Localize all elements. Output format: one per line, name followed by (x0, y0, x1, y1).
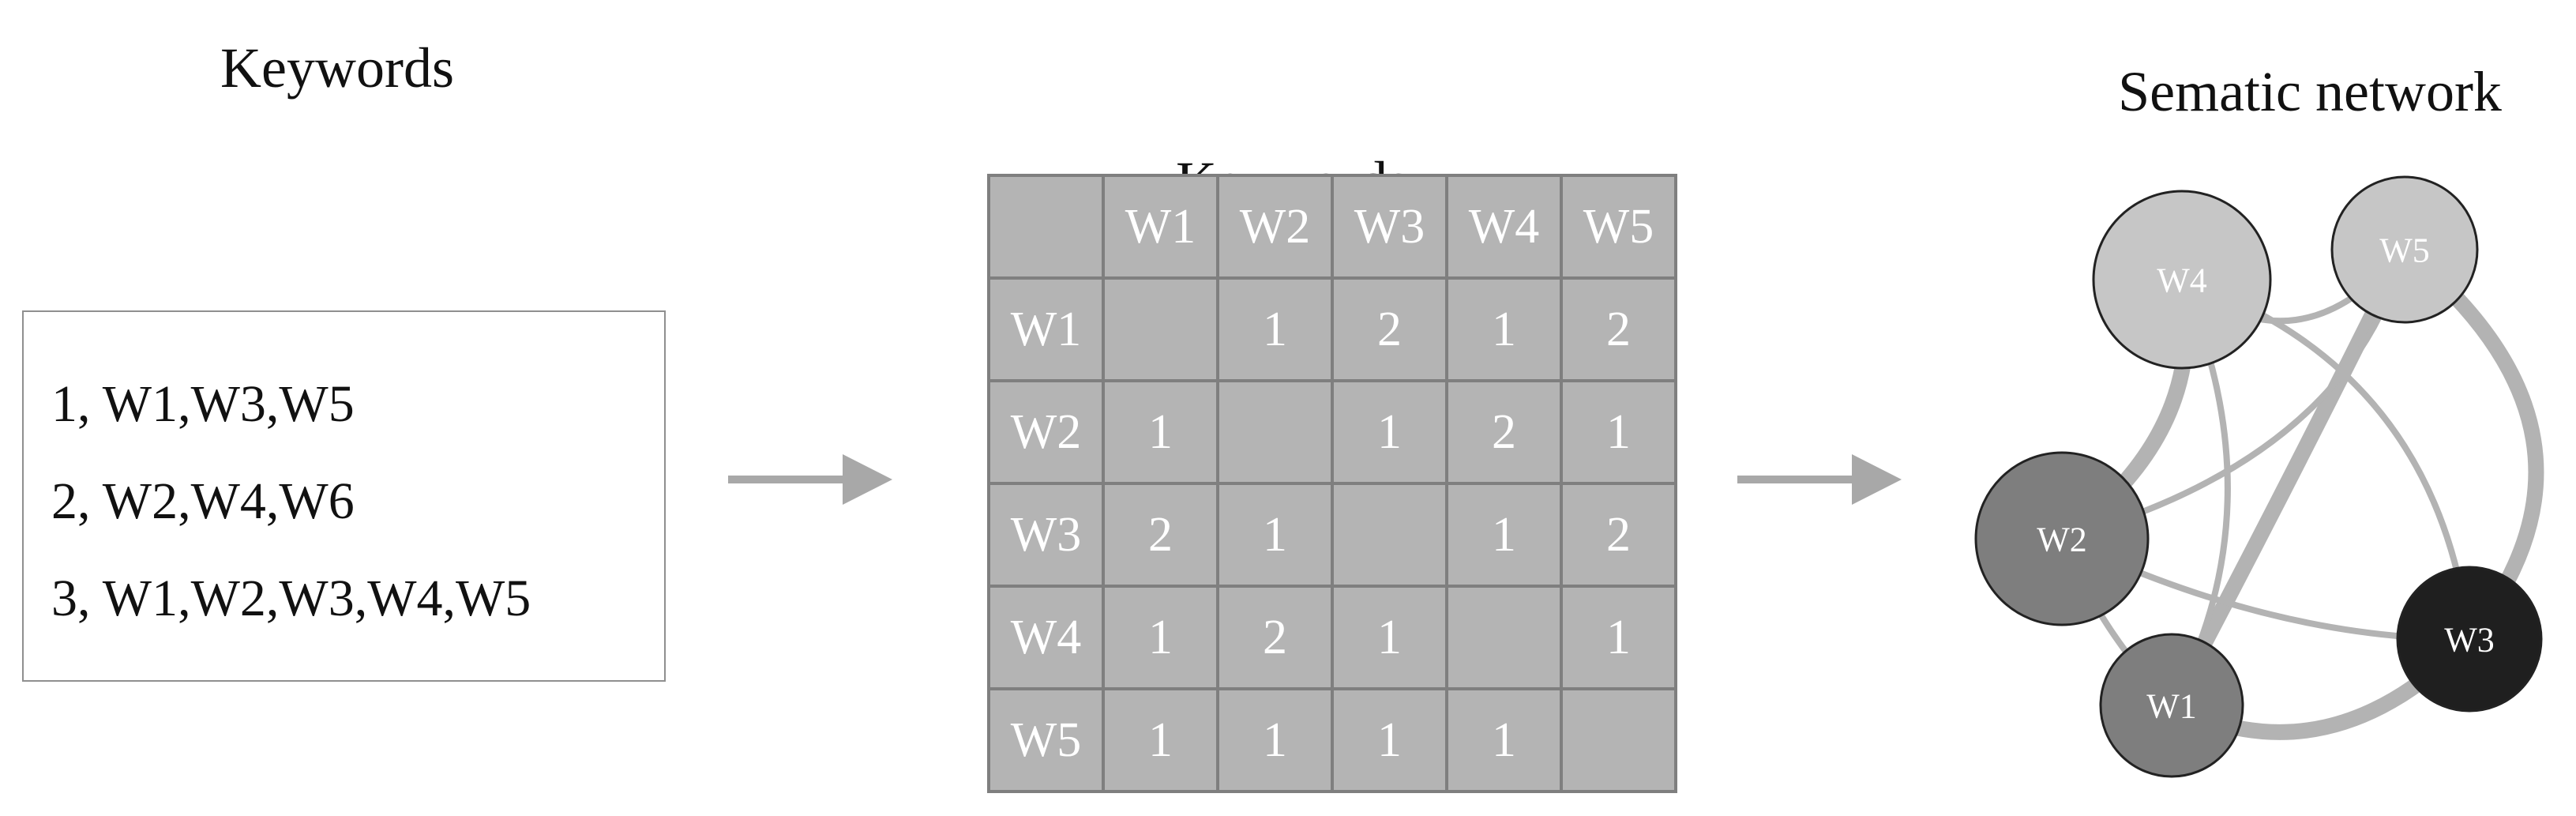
matrix-cell-W1-W3: 2 (1331, 276, 1448, 382)
keyword-line-1: 1, W1,W3,W5 (51, 375, 355, 433)
matrix-cell-W5-W4: 1 (1445, 687, 1563, 793)
keyword-line-2: 2, W2,W4,W6 (51, 472, 355, 530)
matrix-cell-W4-W3: 1 (1331, 585, 1448, 690)
matrix-col-header-W2: W2 (1216, 174, 1334, 280)
matrix-cell-W2-W2 (1216, 379, 1334, 485)
network-node-label-W4: W4 (2157, 261, 2207, 299)
matrix-row-header-W5: W5 (987, 687, 1105, 793)
network-node-W5 (2330, 175, 2479, 324)
matrix-col-header-W5: W5 (1560, 174, 1677, 280)
matrix-row-header-W2: W2 (987, 379, 1105, 485)
matrix-cell-W2-W5: 1 (1560, 379, 1677, 485)
matrix-cell-W2-W3: 1 (1331, 379, 1448, 485)
matrix-row-header-W4: W4 (987, 585, 1105, 690)
matrix-cell-W4-W4 (1445, 585, 1563, 690)
keywords-title: Keywords (220, 36, 454, 100)
network-node-label-W1: W1 (2146, 686, 2197, 725)
matrix-row-header-W1: W1 (987, 276, 1105, 382)
matrix-cell-W3-W4: 1 (1445, 482, 1563, 588)
network-node-label-W2: W2 (2037, 520, 2087, 558)
matrix-cell-W5-W1: 1 (1102, 687, 1219, 793)
matrix-cell-W1-W5: 2 (1560, 276, 1677, 382)
matrix-cell-W5-W5 (1560, 687, 1677, 793)
matrix-cell-W3-W1: 2 (1102, 482, 1219, 588)
matrix-cell-W2-W4: 2 (1445, 379, 1563, 485)
matrix-cell-W1-W4: 1 (1445, 276, 1563, 382)
matrix-cell-W3-W3 (1331, 482, 1448, 588)
matrix-cell-W4-W2: 2 (1216, 585, 1334, 690)
matrix-col-header-W3: W3 (1331, 174, 1448, 280)
network-node-W1 (2099, 633, 2244, 778)
keywords-list: 1, W1,W3,W5 2, W2,W4,W6 3, W1,W2,W3,W4,W5 (51, 355, 531, 647)
network-node-label-W5: W5 (2379, 231, 2430, 269)
network-node-W4 (2092, 190, 2272, 370)
keyword-line-3: 3, W1,W2,W3,W4,W5 (51, 570, 531, 627)
flow-arrow-icon (1737, 454, 1902, 505)
semantic-network-title: Sematic network (2118, 60, 2502, 123)
network-node-W3 (2396, 566, 2543, 713)
flow-arrow-icon (728, 454, 892, 505)
network-node-W2 (1974, 451, 2150, 626)
matrix-cell-W1-W1 (1102, 276, 1219, 382)
matrix-cell-W2-W1: 1 (1102, 379, 1219, 485)
matrix-cell-W5-W2: 1 (1216, 687, 1334, 793)
matrix-col-header-W4: W4 (1445, 174, 1563, 280)
matrix-corner-cell (987, 174, 1105, 280)
matrix-cell-W3-W5: 2 (1560, 482, 1677, 588)
matrix-cell-W4-W1: 1 (1102, 585, 1219, 690)
matrix-cell-W3-W2: 1 (1216, 482, 1334, 588)
keywords-box (22, 310, 666, 682)
matrix-col-header-W1: W1 (1102, 174, 1219, 280)
matrix-cell-W5-W3: 1 (1331, 687, 1448, 793)
matrix-cell-W1-W2: 1 (1216, 276, 1334, 382)
matrix-row-header-W3: W3 (987, 482, 1105, 588)
matrix-cell-W4-W5: 1 (1560, 585, 1677, 690)
network-node-label-W3: W3 (2444, 620, 2495, 659)
